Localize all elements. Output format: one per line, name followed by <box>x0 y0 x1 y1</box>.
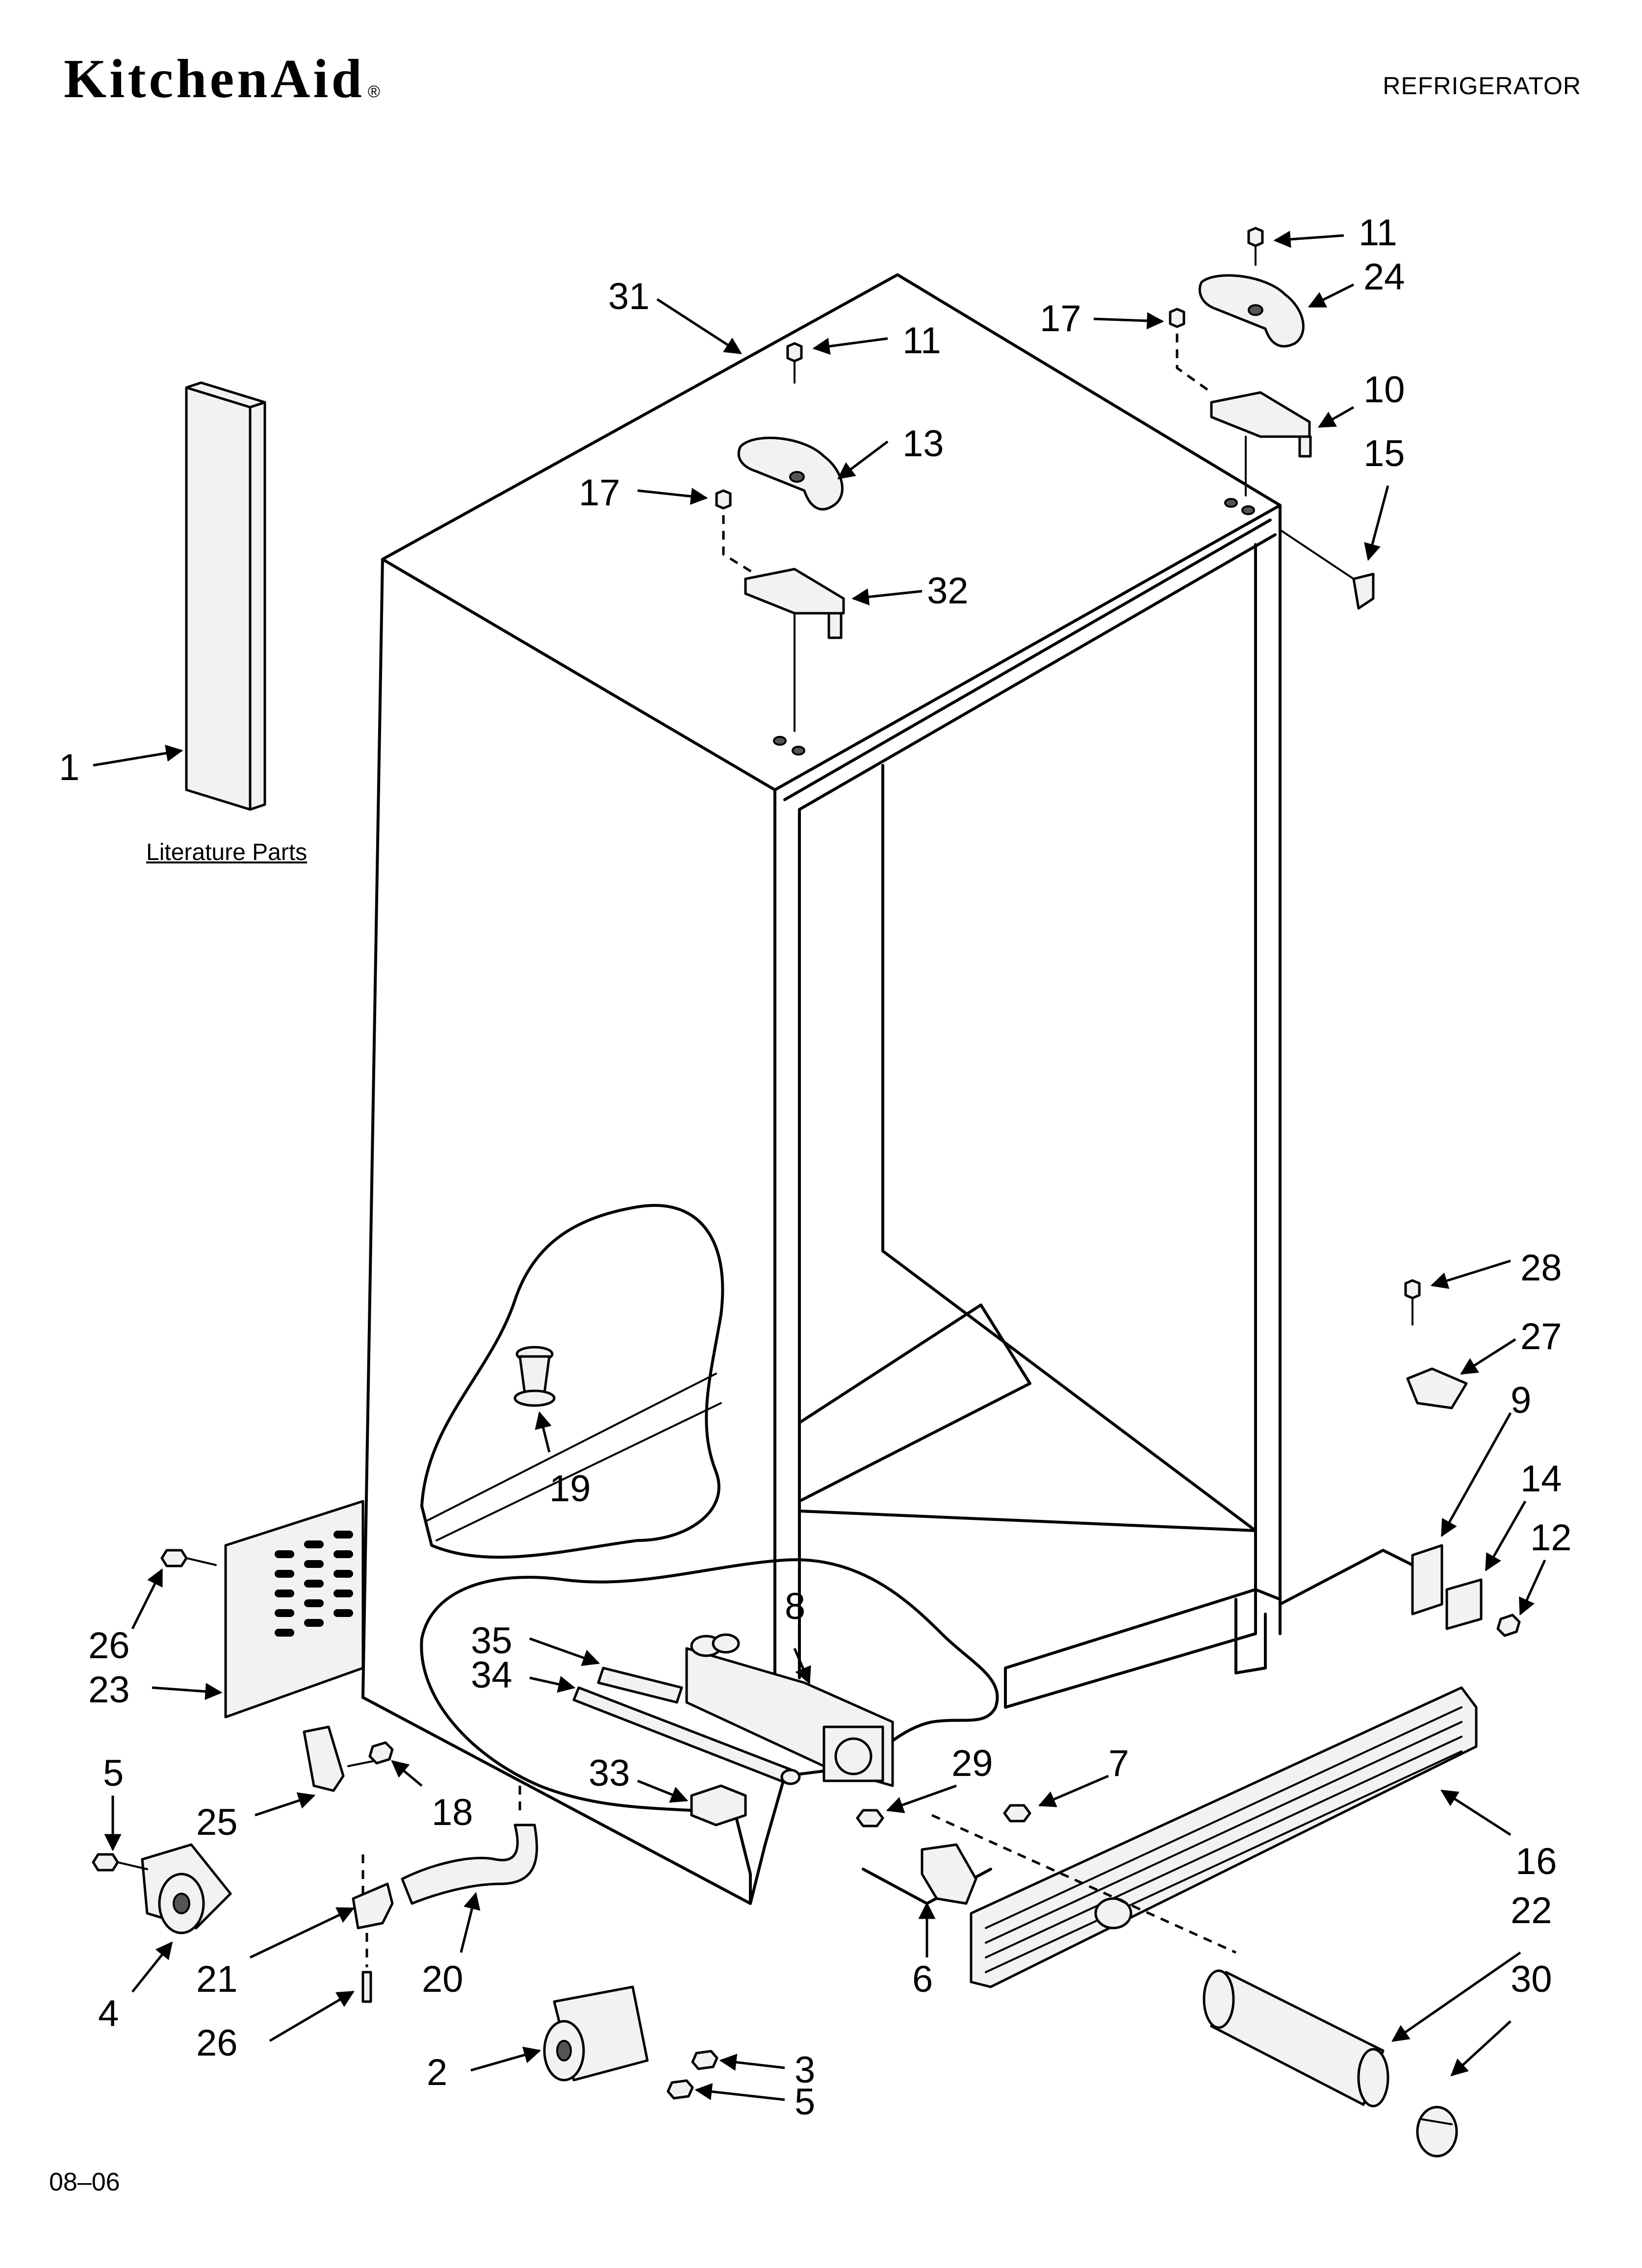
callout-32: 32 <box>927 570 969 612</box>
literature-book-1 <box>185 381 266 811</box>
callout-13: 13 <box>902 423 944 465</box>
callout-29: 29 <box>951 1743 993 1784</box>
callout-26-lower: 26 <box>196 2022 238 2064</box>
literature-parts-caption: Literature Parts <box>146 839 308 865</box>
bracket-27 <box>1406 1367 1468 1409</box>
callout-4: 4 <box>98 1993 119 2034</box>
callout-24: 24 <box>1363 256 1405 298</box>
callout-16: 16 <box>1515 1841 1557 1882</box>
screw-5 <box>667 2079 694 2100</box>
callout-7: 7 <box>1108 1743 1129 1784</box>
clip-15 <box>1352 573 1375 610</box>
pin-14 <box>1445 1578 1483 1630</box>
hinge-assembly-right <box>1169 227 1312 496</box>
callout-8: 8 <box>785 1586 805 1627</box>
callout-22: 22 <box>1511 1890 1552 1931</box>
cutaway-upper <box>420 1203 724 1559</box>
callout-11-center: 11 <box>902 320 941 362</box>
callout-27: 27 <box>1520 1316 1562 1357</box>
callout-6: 6 <box>912 1958 933 2000</box>
filter-housing-8 <box>685 1633 894 1787</box>
clamp-21 <box>352 1882 394 1929</box>
callout-25: 25 <box>196 1801 238 1843</box>
callout-33: 33 <box>589 1752 630 1794</box>
spacer-33 <box>690 1784 747 1826</box>
filter-cap-30 <box>1416 2106 1458 2158</box>
callout-5: 5 <box>795 2081 815 2123</box>
callout-23: 23 <box>88 1669 130 1711</box>
screw-26-lower <box>361 1971 372 2003</box>
callout-35: 35 <box>471 1620 513 1662</box>
brand-logo: KitchenAid® <box>64 52 383 106</box>
toe-grille-16 <box>970 1686 1478 1988</box>
tube-34 <box>572 1686 801 1785</box>
roller-2 <box>543 1985 649 2082</box>
appliance-category: REFRIGERATOR <box>1383 72 1581 100</box>
callout-15: 15 <box>1363 433 1405 474</box>
callout-3: 3 <box>795 2049 815 2091</box>
document-code: 08–06 <box>49 2168 120 2196</box>
screw-7 <box>1003 1804 1031 1823</box>
callout-30: 30 <box>1511 1958 1552 2000</box>
roller-4 <box>141 1843 232 1934</box>
hinge-plate-9 <box>1411 1544 1443 1616</box>
drain-trap-19 <box>513 1346 556 1407</box>
callout-labels: 1 2 3 4 5 5 6 7 8 9 10 11 11 12 13 14 15… <box>59 212 1572 2123</box>
callout-28: 28 <box>1520 1247 1562 1289</box>
callout-arrows <box>93 231 1546 2101</box>
bracket-25 <box>303 1725 345 1792</box>
screw-18 <box>368 1741 394 1765</box>
screw-26-upper <box>160 1549 188 1567</box>
brand-name: KitchenAid <box>64 49 365 109</box>
callout-34: 34 <box>471 1654 513 1696</box>
callout-18: 18 <box>432 1792 473 1833</box>
callout-19: 19 <box>549 1468 591 1510</box>
callout-11-right: 11 <box>1359 212 1397 254</box>
callout-17-center: 17 <box>579 472 620 514</box>
callout-2: 2 <box>427 2052 447 2093</box>
callout-10: 10 <box>1363 369 1405 411</box>
screw-29 <box>856 1809 884 1827</box>
callout-5-left: 5 <box>103 1752 124 1794</box>
callout-17-right: 17 <box>1040 298 1081 339</box>
cabinet-drawing <box>361 273 1414 1905</box>
grille-panel-23 <box>224 1500 364 1719</box>
callout-9: 9 <box>1511 1380 1531 1421</box>
callout-1: 1 <box>59 747 79 788</box>
callout-31: 31 <box>608 276 650 317</box>
bracket-6 <box>921 1843 977 1905</box>
callout-21: 21 <box>196 1958 238 2000</box>
callout-14: 14 <box>1520 1458 1562 1500</box>
cutaway-lower <box>420 1558 999 1905</box>
drain-tube-20 <box>401 1824 539 1905</box>
callout-20: 20 <box>422 1958 463 2000</box>
tube-35 <box>597 1667 683 1704</box>
registered-mark: ® <box>367 82 383 101</box>
screw-3 <box>691 2050 718 2070</box>
screw-28 <box>1404 1279 1421 1300</box>
hinge-assembly-center <box>715 342 845 732</box>
callout-26-upper: 26 <box>88 1625 130 1667</box>
screw-5-roller <box>92 1853 119 1872</box>
water-filter-22 <box>1203 1969 1389 2108</box>
screw-12 <box>1496 1614 1521 1637</box>
callout-12: 12 <box>1530 1517 1572 1559</box>
